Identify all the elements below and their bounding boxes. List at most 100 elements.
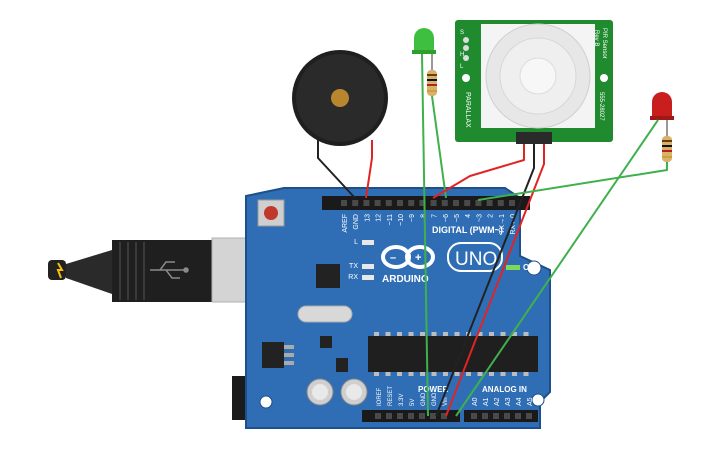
digital-pin-hole <box>385 200 392 206</box>
analog-pin-hole <box>482 413 488 419</box>
analog-pin-hole <box>526 413 532 419</box>
digital-pin-label: 4 <box>465 214 472 218</box>
crystal <box>297 305 353 323</box>
digital-pin-hole <box>497 200 504 206</box>
piezo-buzzer-icon <box>292 50 388 146</box>
wire-pir-signal <box>432 144 525 199</box>
resistor-2 <box>662 120 672 162</box>
power-pin-label: 3.3V <box>399 394 405 406</box>
digital-pin-label: ~9 <box>409 214 416 222</box>
digital-pin-hole <box>464 200 471 206</box>
power-label: POWER <box>418 385 448 394</box>
pir-pin-marks: S H L <box>460 30 464 70</box>
voltage-regulator <box>262 342 284 368</box>
wires <box>317 53 668 417</box>
digital-pin-label: RX←0 <box>510 214 517 235</box>
wire-buzzer-gnd <box>317 140 356 199</box>
digital-pin-hole <box>352 200 359 206</box>
wire-pir-gnd <box>435 144 535 417</box>
analog-pin-label: A2 <box>494 397 501 406</box>
pir-rev: Rev B <box>593 30 599 46</box>
pir-sensor: S H L PARALLAX PIR Sensor Rev B 555-2802… <box>455 20 613 144</box>
analog-pin-hole <box>515 413 521 419</box>
analog-pin-hole <box>471 413 477 419</box>
digital-pin-hole <box>408 200 415 206</box>
svg-text:S: S <box>460 30 464 36</box>
atmega-chip <box>368 332 538 376</box>
digital-pin-label: 13 <box>364 214 371 222</box>
wire-red-led-gnd <box>455 119 659 417</box>
status-led-label: TX <box>349 263 358 270</box>
pir-part-number: 555-28027 <box>598 92 604 121</box>
digital-pin-hole <box>453 200 459 206</box>
digital-pin-hole <box>341 200 347 206</box>
wire-led-green-gnd <box>421 53 429 417</box>
power-pin-label: RESET <box>388 386 394 406</box>
analog-label: ANALOG IN <box>482 385 527 394</box>
pir-brand: PARALLAX <box>464 92 471 128</box>
reset-button <box>257 199 285 227</box>
power-pin-label: GND <box>421 392 427 406</box>
svg-text:+: + <box>415 252 421 264</box>
power-pin-hole <box>397 413 403 419</box>
digital-pin-label: GND <box>353 214 360 230</box>
digital-pin-hole <box>441 200 448 206</box>
digital-pin-label: ~6 <box>443 214 450 222</box>
green-led-icon <box>412 28 436 54</box>
power-pin-hole <box>375 413 381 419</box>
arduino-logo: – + <box>381 245 435 269</box>
wire-red-led-resistor <box>477 162 668 201</box>
digital-pin-hole <box>430 200 437 206</box>
digital-pin-label: ~5 <box>454 214 461 222</box>
power-pin-hole <box>441 413 447 419</box>
svg-text:L: L <box>460 64 464 70</box>
analog-pin-label: A4 <box>516 397 523 406</box>
digital-pin-hole <box>363 200 370 206</box>
red-led-icon <box>650 92 674 120</box>
power-pin-hole <box>386 413 392 419</box>
usb-chip <box>316 264 340 288</box>
resistor-1 <box>427 54 437 96</box>
svg-text:H: H <box>460 52 464 58</box>
digital-pin-label: ~11 <box>387 214 394 225</box>
arduino-model: UNO <box>455 249 497 270</box>
digital-pin-hole <box>374 200 381 206</box>
power-pin-label: IOREF <box>377 387 383 406</box>
status-led <box>362 240 374 245</box>
analog-pin-label: A0 <box>472 397 479 406</box>
digital-pin-hole <box>509 200 515 206</box>
digital-pin-label: 12 <box>376 214 383 222</box>
digital-pin-label: TX→1 <box>499 214 506 234</box>
digital-pin-label: ~3 <box>476 214 483 222</box>
arduino-brand: ARDUINO <box>382 274 429 285</box>
status-led-label: L <box>354 239 358 246</box>
power-pin-label: GND <box>432 392 438 406</box>
capacitors <box>306 378 368 406</box>
analog-pin-label: A1 <box>483 397 490 406</box>
digital-pin-label: ~10 <box>398 214 405 226</box>
wire-led-green-resistor <box>431 95 447 199</box>
digital-pin-hole <box>486 200 493 206</box>
power-pin-hole <box>419 413 425 419</box>
power-pin-hole <box>408 413 414 419</box>
on-label: ON <box>523 263 535 272</box>
status-led <box>362 275 374 280</box>
power-pin-hole <box>430 413 436 419</box>
digital-pin-hole <box>397 200 403 206</box>
pir-title: PIR Sensor <box>601 28 607 59</box>
digital-pin-label: 2 <box>488 214 495 218</box>
analog-pin-hole <box>493 413 499 419</box>
analog-pin-label: A5 <box>527 397 534 406</box>
wire-buzzer-signal <box>365 140 373 199</box>
digital-pin-label: 7 <box>432 214 439 218</box>
digital-pin-hole <box>419 200 426 206</box>
svg-text:–: – <box>390 252 396 264</box>
analog-pin-label: A3 <box>505 397 512 406</box>
digital-pin-label: AREF <box>342 214 349 233</box>
status-led-label: RX <box>348 274 358 281</box>
analog-pin-hole <box>504 413 510 419</box>
power-pin-label: Vin <box>443 397 449 406</box>
digital-label: DIGITAL (PWM~) <box>432 225 503 235</box>
